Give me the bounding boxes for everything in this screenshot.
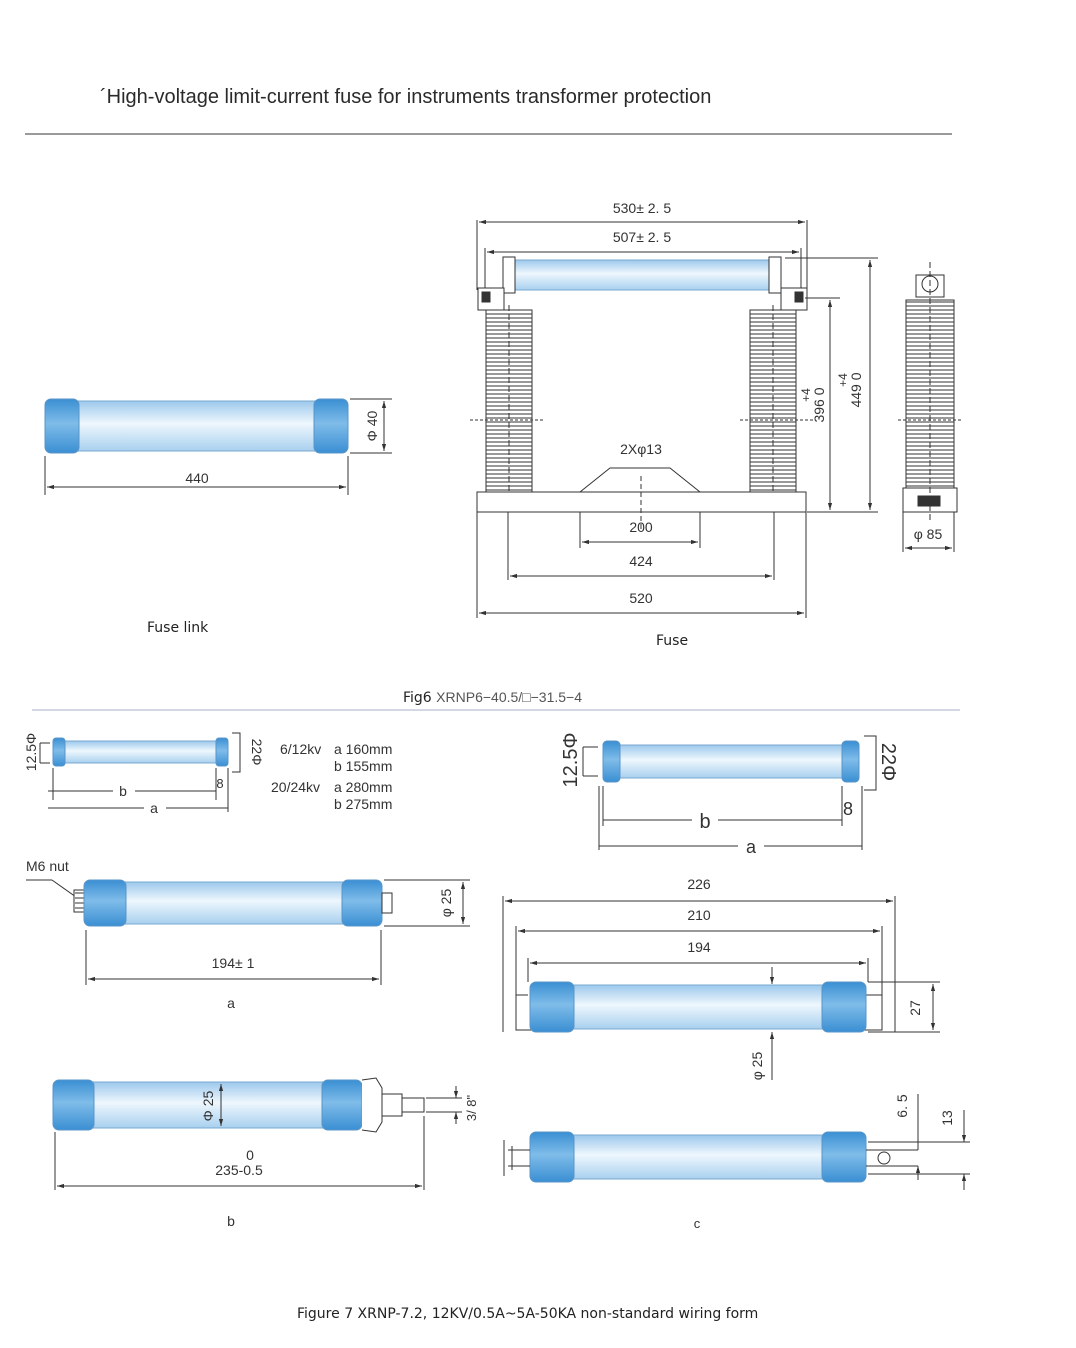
fuse-c-label: c <box>694 1216 701 1231</box>
fig7-fuse-c <box>502 896 970 1190</box>
dim-side-dia: φ 85 <box>914 526 943 542</box>
fuse-c-27: 27 <box>907 1000 923 1016</box>
spec-a-1: a 160mm <box>334 741 392 757</box>
spec-b-2: b 275mm <box>334 796 392 812</box>
spec-b-1: b 155mm <box>334 758 392 774</box>
small-dim-8: 8 <box>216 776 223 791</box>
fig6-caption-prefix: Fig6 <box>403 690 432 706</box>
fuse-c-210: 210 <box>687 907 711 923</box>
fuse-c-dia: φ 25 <box>749 1052 765 1081</box>
fuse-b-length: 235-0.5 <box>215 1162 263 1178</box>
fuse-holder-drawing <box>470 219 962 618</box>
large-dim-b: b <box>699 811 710 833</box>
dim-424: 424 <box>629 553 653 569</box>
fuse-link-length: 440 <box>185 470 209 486</box>
small-dim-a: a <box>150 800 158 816</box>
dim-396-tol: +4 <box>799 388 813 402</box>
dim-holes: 2Xφ13 <box>620 441 662 457</box>
fuse-c-226: 226 <box>687 876 711 892</box>
fuse-link-diameter: Φ 40 <box>364 410 380 441</box>
fig6-caption: Fig6 XRNP6−40.5/□−31.5−4 <box>403 689 582 706</box>
fuse-c-13: 13 <box>939 1110 955 1126</box>
fuse-b-label: b <box>227 1213 235 1229</box>
small-d1: 12.5Φ <box>23 733 39 771</box>
fuse-label: Fuse <box>656 633 689 649</box>
fuse-a-dia: φ 25 <box>438 889 454 918</box>
large-d1: 12.5Φ <box>560 733 582 788</box>
spec-a-2: a 280mm <box>334 779 392 795</box>
m6-nut-label: M6 nut <box>26 858 69 874</box>
dim-530: 530± 2. 5 <box>613 200 671 216</box>
fuse-b-thread: 3/ 8" <box>464 1094 479 1121</box>
fig7-large-fuse <box>582 735 877 850</box>
fig7-fuse-b <box>52 1077 462 1190</box>
spec-voltage-2: 20/24kv <box>271 779 320 795</box>
small-d2: 22Φ <box>249 739 265 766</box>
fuse-b-dia: Φ 25 <box>200 1090 216 1121</box>
page-title: ´High-voltage limit-current fuse for ins… <box>100 86 712 108</box>
fuse-link-label: Fuse link <box>147 620 209 636</box>
small-dim-b: b <box>119 783 127 799</box>
fuse-a-label: a <box>227 995 235 1011</box>
large-dim-8: 8 <box>843 799 853 819</box>
spec-voltage-1: 6/12kv <box>280 741 321 757</box>
dim-449-tol: +4 <box>836 373 850 387</box>
spec-table: 6/12kv a 160mm b 155mm 20/24kv a 280mm b… <box>271 741 392 812</box>
fig6-caption-model: XRNP6−40.5/□−31.5−4 <box>436 689 583 705</box>
large-dim-a: a <box>746 837 757 857</box>
fig7-fuse-a <box>26 879 470 985</box>
large-d2: 22Φ <box>877 743 899 781</box>
fuse-a-length: 194± 1 <box>212 955 255 971</box>
dim-449: 449 0 <box>848 372 864 407</box>
dim-200: 200 <box>629 519 653 535</box>
dim-396: 396 0 <box>811 387 827 422</box>
fig7-caption: Figure 7 XRNP-7.2, 12KV/0.5A~5A-50KA non… <box>297 1306 759 1322</box>
dim-507: 507± 2. 5 <box>613 229 671 245</box>
fuse-b-tol: 0 <box>246 1147 254 1163</box>
fig7-small-fuse <box>39 732 241 812</box>
fuse-c-194: 194 <box>687 939 711 955</box>
fuse-c-65: 6. 5 <box>894 1094 910 1118</box>
dim-520: 520 <box>629 590 653 606</box>
fuse-link-drawing <box>44 398 392 495</box>
